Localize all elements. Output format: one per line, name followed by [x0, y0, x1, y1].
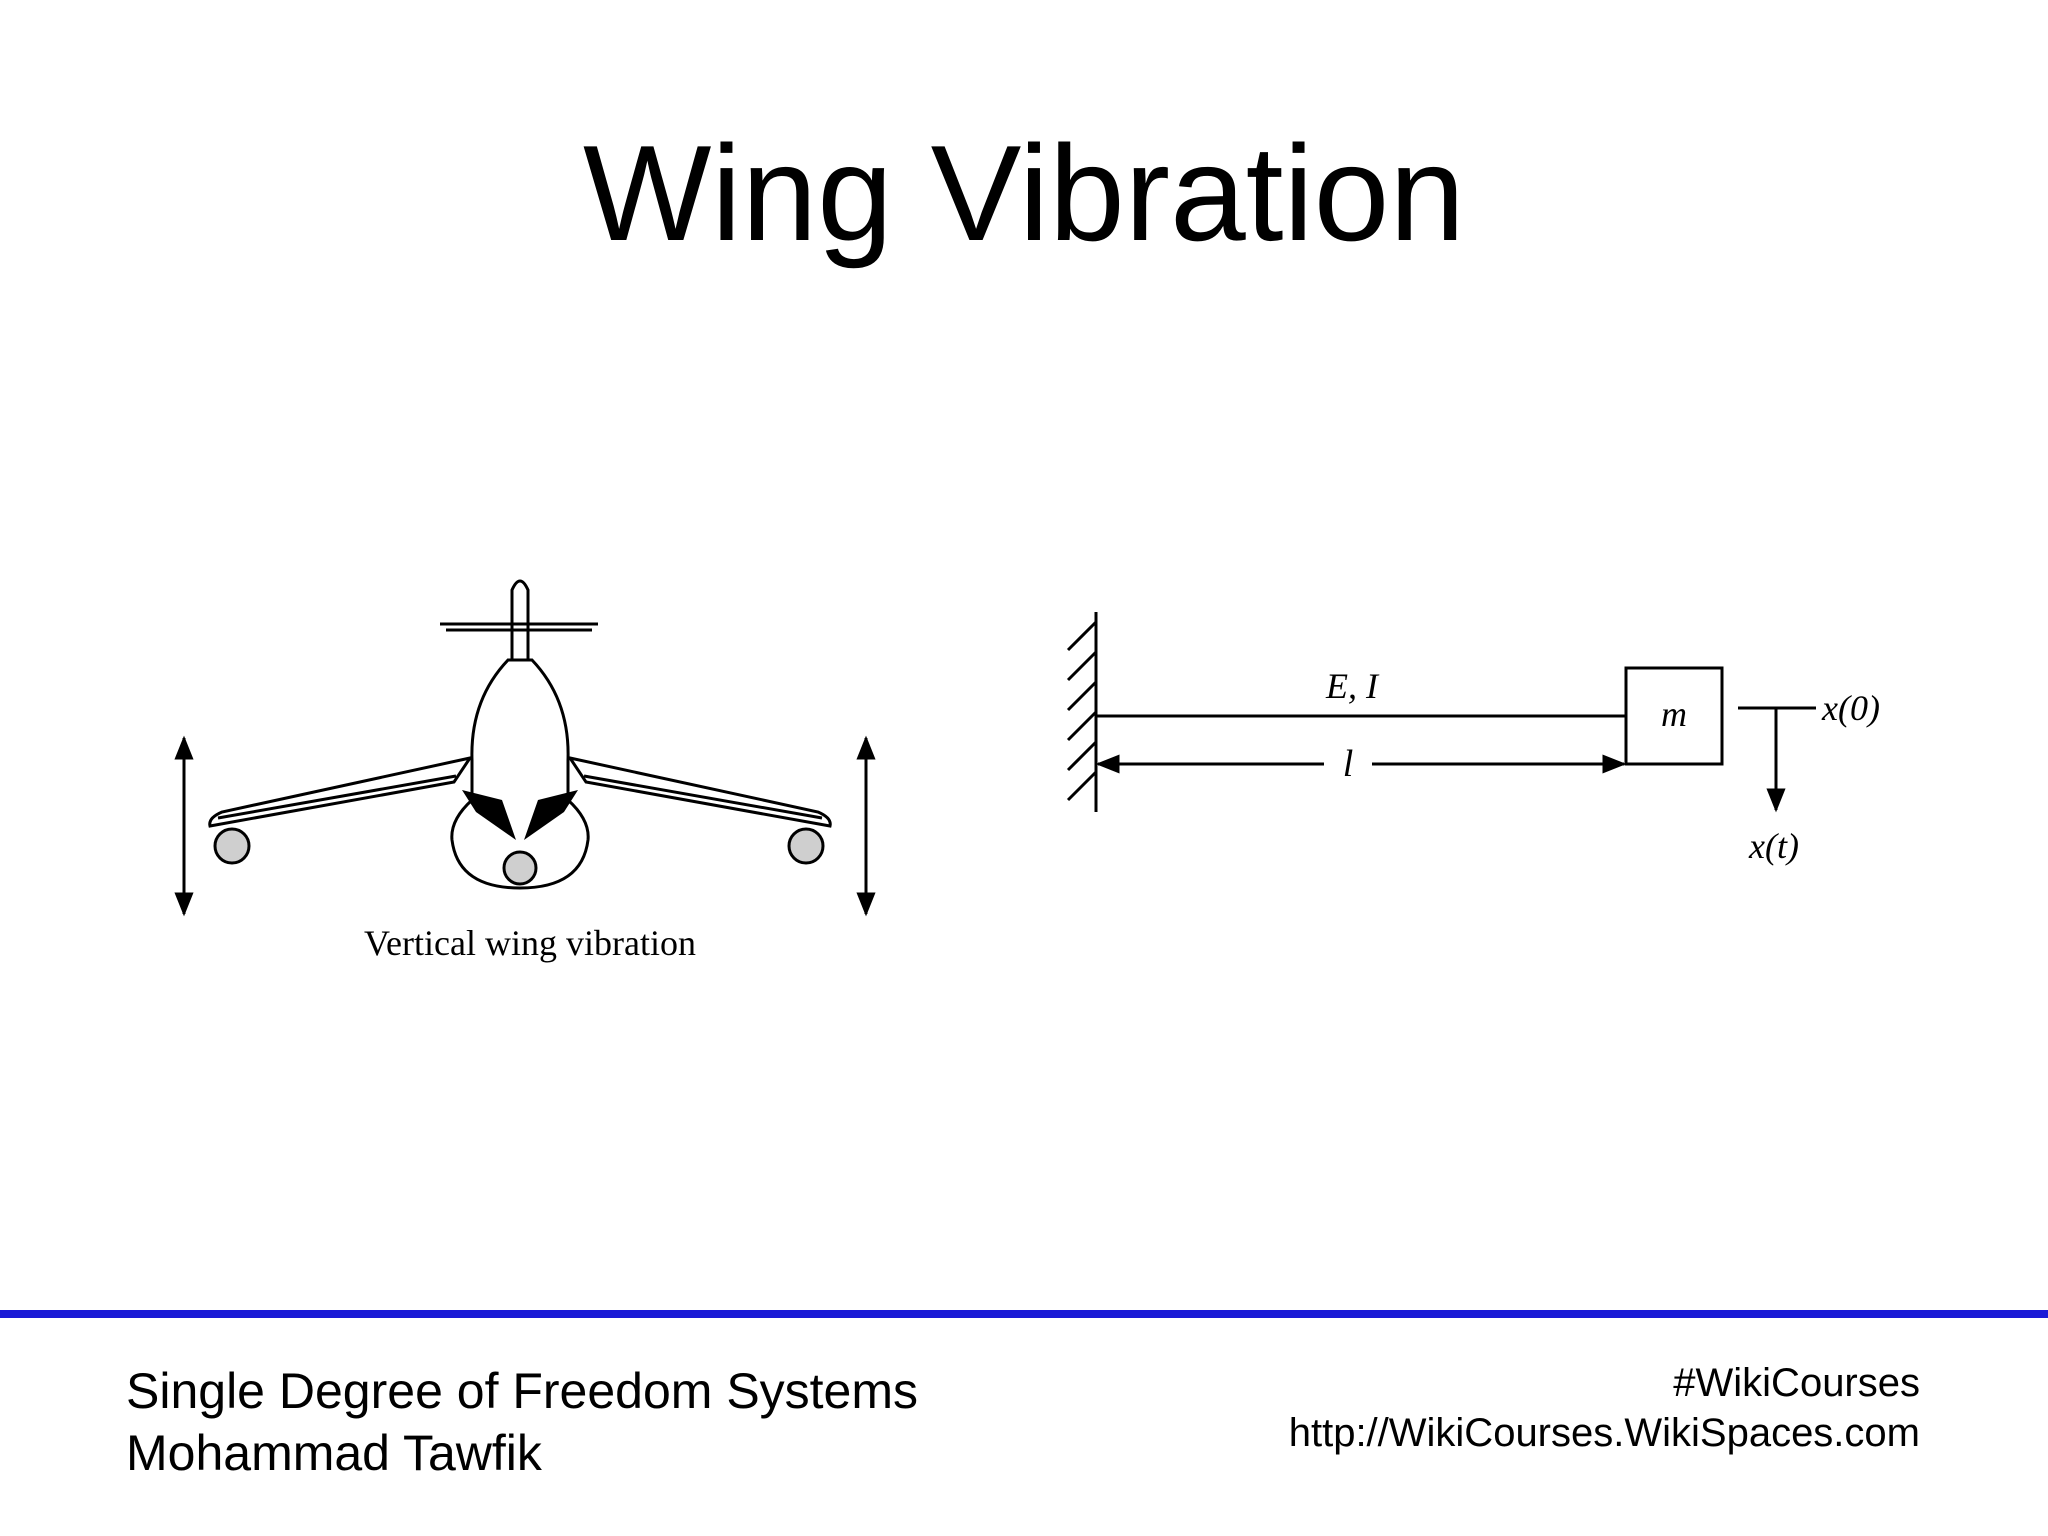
footer-left: Single Degree of Freedom Systems Mohamma…	[126, 1360, 918, 1484]
course-name: Single Degree of Freedom Systems	[126, 1363, 919, 1419]
mass-label: m	[1661, 694, 1687, 734]
length-label: l	[1343, 743, 1354, 785]
hashtag: #WikiCourses	[1673, 1361, 1920, 1405]
website-url[interactable]: http://WikiCourses.WikiSpaces.com	[1288, 1411, 1920, 1455]
mass-block	[1624, 666, 1724, 766]
fixed-wall	[1066, 612, 1098, 812]
initial-position-label: x(0)	[1821, 688, 1880, 728]
slide-title: Wing Vibration	[583, 117, 1465, 269]
airplane-caption: Vertical wing vibration	[364, 923, 696, 963]
cockpit-window-right	[524, 790, 578, 840]
stiffness-label: E, I	[1325, 666, 1380, 706]
footer-divider	[0, 1310, 2048, 1318]
airplane-illustration	[208, 579, 832, 890]
cockpit-window-left	[462, 790, 516, 840]
footer-right: #WikiCourses http://WikiCourses.WikiSpac…	[1289, 1358, 1920, 1458]
displacement-label: x(t)	[1748, 826, 1799, 866]
author-name: Mohammad Tawfik	[126, 1425, 542, 1481]
